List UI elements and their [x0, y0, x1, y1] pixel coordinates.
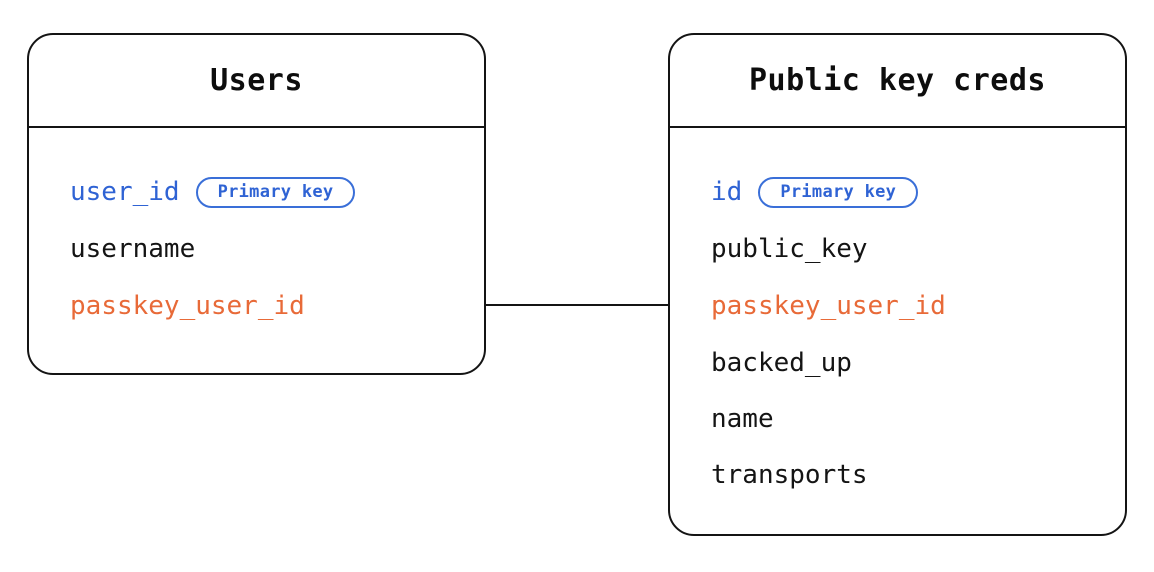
field-label-user-id: user_id: [70, 177, 180, 207]
entity-box-users[interactable]: Users user_id Primary key username passk…: [27, 33, 486, 375]
field-label-public-key: public_key: [711, 234, 868, 264]
relationship-connector-users-to-public-key-creds[interactable]: [484, 304, 670, 306]
entity-header-users: Users: [29, 35, 484, 128]
entity-field-list-public-key-creds: id Primary key public_key passkey_user_i…: [670, 130, 1125, 534]
primary-key-badge-label-users: Primary key: [217, 181, 334, 202]
entity-box-public-key-creds[interactable]: Public key creds id Primary key public_k…: [668, 33, 1127, 536]
field-row-user-id[interactable]: user_id Primary key: [29, 175, 484, 209]
field-label-backed-up: backed_up: [711, 348, 852, 378]
field-row-name[interactable]: name: [670, 402, 1125, 436]
field-label-passkey-user-id-users: passkey_user_id: [70, 291, 305, 321]
field-label-username: username: [70, 234, 196, 264]
field-row-passkey-user-id-creds[interactable]: passkey_user_id: [670, 289, 1125, 323]
field-label-id: id: [711, 177, 743, 207]
field-label-name: name: [711, 404, 774, 434]
primary-key-badge-public-key-creds: Primary key: [758, 176, 919, 208]
field-row-username[interactable]: username: [29, 232, 484, 266]
entity-title-public-key-creds: Public key creds: [749, 62, 1046, 98]
entity-field-list-users: user_id Primary key username passkey_use…: [29, 130, 484, 373]
primary-key-badge-label-public-key-creds: Primary key: [780, 181, 897, 202]
field-label-transports: transports: [711, 460, 868, 490]
field-label-passkey-user-id-creds: passkey_user_id: [711, 291, 946, 321]
field-row-transports[interactable]: transports: [670, 458, 1125, 492]
field-row-id[interactable]: id Primary key: [670, 175, 1125, 209]
field-row-passkey-user-id-users[interactable]: passkey_user_id: [29, 289, 484, 323]
field-row-backed-up[interactable]: backed_up: [670, 346, 1125, 380]
primary-key-badge-users: Primary key: [195, 176, 356, 208]
field-row-public-key[interactable]: public_key: [670, 232, 1125, 266]
entity-title-users: Users: [210, 62, 303, 98]
entity-header-public-key-creds: Public key creds: [670, 35, 1125, 128]
